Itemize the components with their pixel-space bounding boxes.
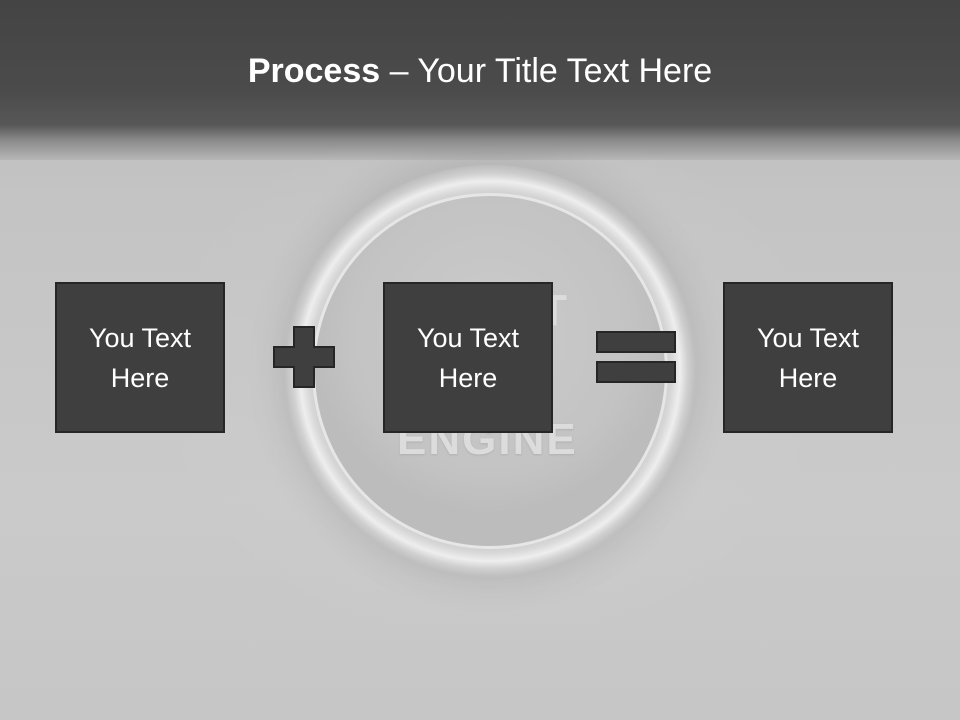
text-box-3[interactable]: You Text Here <box>723 282 893 433</box>
title-rest: – Your Title Text Here <box>380 52 713 90</box>
text-box-1-label: You Text Here <box>88 322 192 393</box>
title-bold: Process <box>247 52 381 90</box>
text-box-3-label: You Text Here <box>756 322 860 393</box>
plus-icon <box>273 326 335 388</box>
text-box-1[interactable]: You Text Here <box>55 282 225 433</box>
text-box-2-label: You Text Here <box>416 322 520 393</box>
title-bar <box>0 0 960 160</box>
page-title: Process – Your Title Text Here <box>0 52 960 91</box>
text-box-2[interactable]: You Text Here <box>383 282 553 433</box>
equals-icon <box>596 331 676 383</box>
